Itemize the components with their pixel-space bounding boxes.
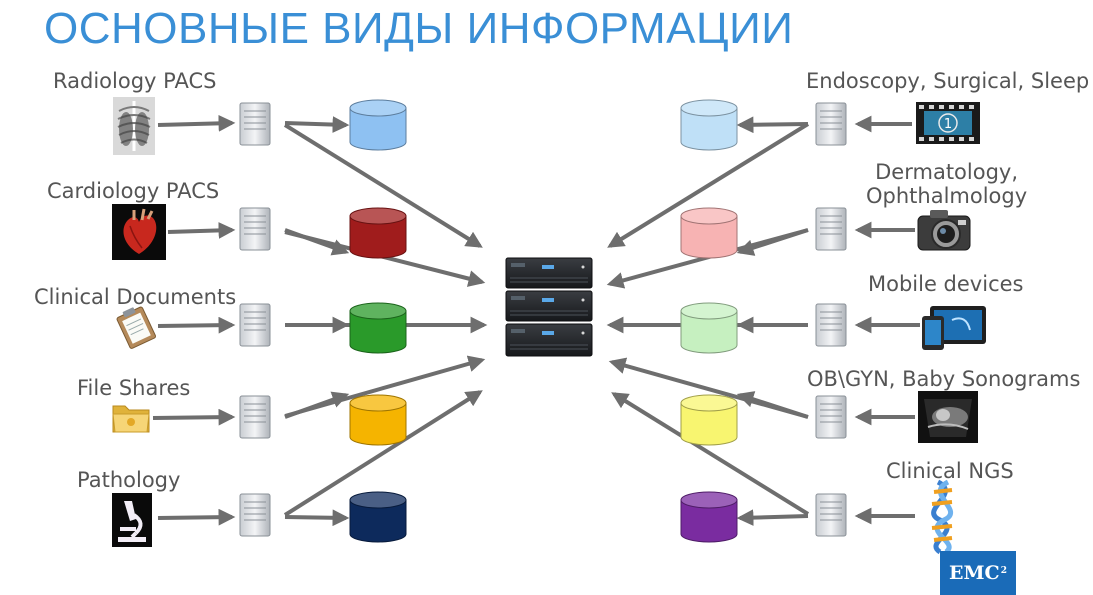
xray-icon (113, 97, 155, 155)
heart-icon (112, 204, 166, 260)
storage-array-icon (505, 257, 593, 357)
emc-logo-sup: 2 (1000, 566, 1007, 576)
database-icon (680, 491, 738, 543)
label-clinical-documents: Clinical Documents (34, 285, 237, 309)
server-icon (239, 395, 271, 439)
database-icon (349, 394, 407, 446)
database-icon (680, 207, 738, 259)
arrows-right (606, 115, 920, 527)
server-icon (239, 303, 271, 347)
label-mobile-devices: Mobile devices (868, 272, 1024, 296)
server-icon (239, 207, 271, 251)
dna-icon (931, 479, 954, 555)
server-icon (815, 493, 847, 537)
label-radiology-pacs: Radiology PACS (53, 69, 217, 93)
left-servers (239, 102, 271, 537)
clipboard-icon (116, 306, 156, 349)
server-icon (239, 493, 271, 537)
svg-text:1: 1 (944, 117, 952, 132)
server-icon (815, 303, 847, 347)
microscope-icon (112, 493, 152, 547)
server-icon (815, 102, 847, 146)
database-icon (349, 491, 407, 543)
database-icon (680, 99, 738, 151)
tablet-icon (922, 306, 986, 350)
database-icon (680, 302, 738, 354)
camera-icon (917, 210, 971, 251)
sonogram-icon (918, 391, 978, 443)
label-clinical-ngs: Clinical NGS (886, 459, 1014, 483)
emc-logo-text: EMC (949, 562, 1000, 584)
database-icon (349, 302, 407, 354)
server-icon (815, 395, 847, 439)
folder-icon (112, 405, 150, 433)
database-icon (349, 99, 407, 151)
label-file-shares: File Shares (77, 376, 191, 400)
database-icon (680, 394, 738, 446)
label-cardiology-pacs: Cardiology PACS (47, 179, 220, 203)
databases (349, 99, 738, 543)
slide-title: ОСНОВНЫЕ ВИДЫ ИНФОРМАЦИИ (44, 4, 794, 53)
label-pathology: Pathology (77, 468, 181, 492)
arrows-left (152, 114, 488, 527)
server-icon (815, 207, 847, 251)
right-servers (815, 102, 847, 537)
server-icon (239, 102, 271, 146)
label-endoscopy: Endoscopy, Surgical, Sleep (806, 69, 1090, 93)
database-icon (349, 207, 407, 259)
label-dermatology: Dermatology, Ophthalmology (866, 160, 1028, 208)
film-icon: 1 (916, 102, 980, 144)
label-obgyn: OB\GYN, Baby Sonograms (807, 367, 1081, 391)
